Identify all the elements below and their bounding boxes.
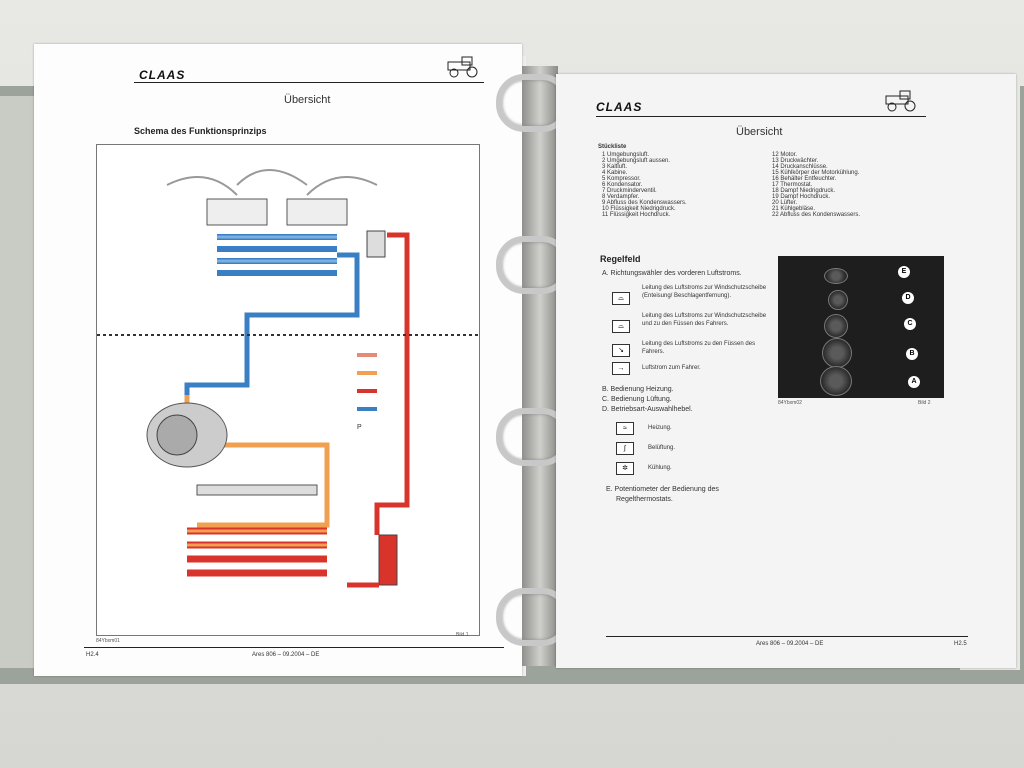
stueckliste-col1: 1 Umgebungsluft. 2 Umgebungsluft aussen.… — [602, 152, 687, 218]
claas-logo-right: CLAAS — [596, 100, 643, 114]
list-item: 10 Flüssigkeit Niedrigdruck. — [602, 206, 676, 212]
list-item: 11 Flüssigkeit Hochdruck. — [602, 212, 671, 218]
figure-ref: 84Ybxm01 — [96, 638, 120, 644]
footer-page-number-right: H2.5 — [954, 641, 967, 647]
list-item: 16 Behälter Entfeuchter. — [772, 176, 837, 182]
footer-center: Ares 806 – 09.2004 – DE — [252, 652, 320, 658]
stueckliste-title: Stückliste — [598, 144, 627, 150]
photo-label-a: A — [908, 376, 920, 388]
driver-airflow-icon: → — [612, 362, 630, 375]
list-item: 3 Kaltluft. — [602, 164, 628, 170]
a-option-2: Leitung des Luftstroms zur Windschutzsch… — [642, 313, 767, 327]
photo-ref: 84Ybxm02 — [778, 400, 802, 406]
regelfeld-title: Regelfeld — [600, 254, 641, 264]
list-item: 17 Thermostat. — [772, 182, 813, 188]
photo-caption: Bild 2 — [918, 400, 931, 406]
direction-knob — [820, 366, 852, 396]
windshield-feet-icon: ⌓ — [612, 320, 630, 333]
photo-label-b: B — [906, 348, 918, 360]
binder-spine — [522, 66, 558, 666]
header-rule-right — [596, 116, 926, 117]
list-item: 9 Abfluss des Kondenswassers. — [602, 200, 687, 206]
stueckliste-col2: 12 Motor. 13 Druckwächter. 14 Druckansch… — [772, 152, 860, 218]
footer-page-number: H2.4 — [86, 652, 99, 658]
list-item: 6 Kondensator. — [602, 182, 643, 188]
footer-center-right: Ares 806 – 09.2004 – DE — [756, 641, 824, 647]
tractor-icon — [444, 56, 484, 78]
list-item: 13 Druckwächter. — [772, 158, 819, 164]
ventilation-icon: ∫ — [616, 442, 634, 455]
ac-schematic-diagram: P — [96, 144, 480, 636]
tractor-icon-right — [882, 90, 922, 112]
left-page: CLAAS Übersicht Schema des Funktionsprin… — [34, 44, 522, 676]
section-title: Schema des Funktionsprinzips — [134, 126, 267, 136]
list-item: 18 Dampf Niedrigdruck. — [772, 188, 836, 194]
list-item: 5 Kompressor. — [602, 176, 641, 182]
potentiometer-knob — [824, 268, 848, 284]
photo-label-e: E — [898, 266, 910, 278]
item-e-line2: Regelthermostats. — [616, 496, 673, 503]
d-option-ventilation: Belüftung. — [648, 445, 676, 451]
list-item: 2 Umgebungsluft aussen. — [602, 158, 671, 164]
a-option-4: Luftstrom zum Fahrer. — [642, 365, 701, 371]
heating-knob — [822, 338, 852, 368]
photo-label-d: D — [902, 292, 914, 304]
list-item: 19 Dampf Hochdruck. — [772, 194, 831, 200]
svg-text:P: P — [357, 424, 362, 431]
a-option-3: Leitung des Luftstroms zu den Füssen des… — [642, 341, 756, 355]
photo-label-c: C — [904, 318, 916, 330]
cooling-icon: ✲ — [616, 462, 634, 475]
item-a: A. Richtungswähler des vorderen Luftstro… — [602, 270, 742, 277]
list-item: 21 Kühlgebläse. — [772, 206, 816, 212]
item-c: C. Bedienung Lüftung. — [602, 396, 672, 403]
item-e-line1: E. Potentiometer der Bedienung des — [606, 486, 719, 493]
d-option-heating: Heizung. — [648, 425, 672, 431]
heating-icon: ≈ — [616, 422, 634, 435]
list-item: 12 Motor. — [772, 152, 798, 158]
control-panel-photo: E D C B A — [778, 256, 944, 398]
ventilation-knob — [824, 314, 848, 338]
mode-lever-knob — [828, 290, 848, 310]
list-item: 4 Kabine. — [602, 170, 628, 176]
list-item: 14 Druckanschlüsse. — [772, 164, 828, 170]
list-item: 1 Umgebungsluft. — [602, 152, 650, 158]
list-item: 15 Kühlkörper der Motorkühlung. — [772, 170, 860, 176]
item-b: B. Bedienung Heizung. — [602, 386, 674, 393]
figure-label: Bild 1 — [456, 632, 469, 638]
page-title: Übersicht — [284, 94, 331, 106]
page-title-right: Übersicht — [736, 126, 783, 138]
d-option-cooling: Kühlung. — [648, 465, 672, 471]
a-option-1: Leitung des Luftstroms zur Windschutzsch… — [642, 285, 767, 299]
windshield-defrost-icon: ⌓ — [612, 292, 630, 305]
claas-logo: CLAAS — [139, 68, 186, 82]
list-item: 22 Abfluss des Kondenswassers. — [772, 212, 861, 218]
footer-rule-right — [606, 636, 968, 637]
list-item: 20 Lüfter. — [772, 200, 798, 206]
item-d: D. Betriebsart-Auswahlhebel. — [602, 406, 693, 413]
list-item: 7 Druckminderventil. — [602, 188, 657, 194]
header-rule — [134, 82, 484, 83]
feet-airflow-icon: ↘ — [612, 344, 630, 357]
list-item: 8 Verdampfer. — [602, 194, 640, 200]
footer-rule — [84, 647, 504, 648]
